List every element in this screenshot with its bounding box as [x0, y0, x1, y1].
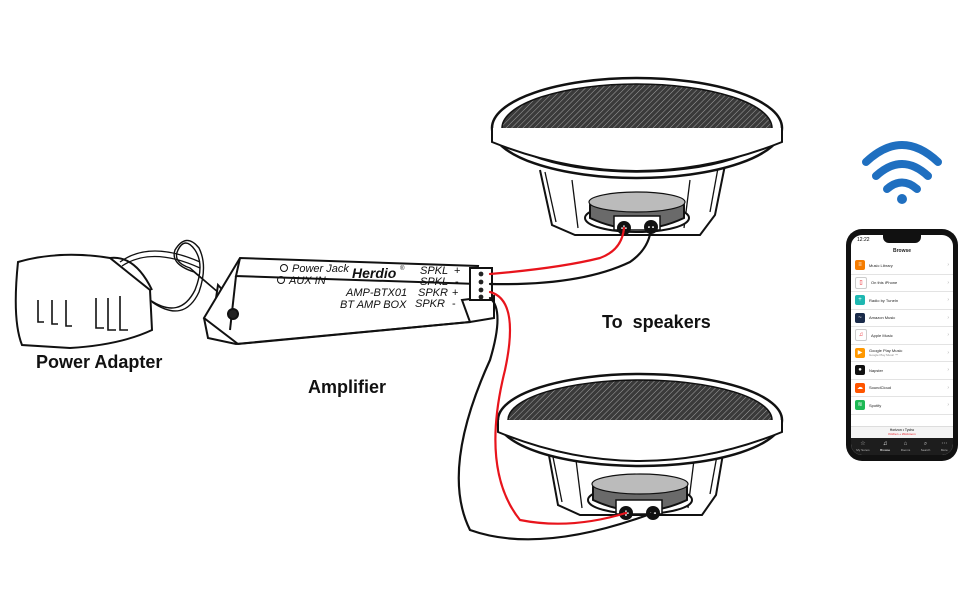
service-icon: ●: [855, 365, 865, 376]
terminal-label-4: SPKR: [415, 298, 445, 310]
terminal-label-3: SPKR: [418, 287, 448, 299]
browse-item[interactable]: ● Napster ›: [851, 362, 953, 380]
terminal-label-1: SPKL: [420, 265, 448, 277]
to-speakers-label: To speakers: [602, 312, 711, 332]
browse-item-label: Apple Music: [871, 332, 893, 338]
service-icon: ☁: [855, 382, 865, 393]
terminal-label-2: SPKL: [420, 276, 448, 288]
browse-item-label: Spotify: [869, 402, 882, 408]
polarity-1: +: [454, 265, 460, 277]
chevron-right-icon: ›: [947, 262, 949, 269]
polarity-2: -: [455, 276, 459, 288]
phone-notch: [883, 235, 921, 243]
browse-item-label: Music Library: [869, 262, 893, 268]
power-adapter: [14, 239, 234, 350]
power-adapter-label: Power Adapter: [36, 352, 163, 372]
tab-browse[interactable]: ♫Browse: [880, 441, 890, 452]
tab-icon: ⌂: [903, 441, 908, 447]
browse-item[interactable]: + Radio by TuneIn ›: [851, 292, 953, 310]
speaker-bottom: [496, 372, 784, 516]
phone-screen: 12:22 Browse ≡ Music Library › ▯ On this iPh…: [851, 235, 953, 455]
browse-item-label: Radio by TuneIn: [869, 297, 899, 303]
tab-icon: ⌕: [923, 441, 928, 447]
chevron-right-icon: ›: [947, 384, 949, 391]
service-icon: +: [855, 295, 865, 306]
service-icon: ≋: [855, 400, 865, 411]
browse-item-label: SoundCloud: [869, 385, 892, 391]
now-playing-title: Horizon • Tycho: [889, 428, 915, 432]
polarity-3: +: [452, 287, 458, 299]
tab-icon: ♫: [882, 441, 888, 447]
amplifier-box: [202, 256, 495, 346]
tab-label: Rooms: [900, 448, 911, 452]
tab-label: Search: [920, 448, 931, 452]
wifi-icon: [862, 141, 942, 204]
browse-item-label: On this iPhone: [871, 280, 898, 286]
chevron-right-icon: ›: [947, 332, 949, 339]
phone-title: Browse: [892, 248, 912, 254]
aux-in-label: AUX IN: [288, 275, 326, 287]
smartphone: 12:22 Browse ≡ Music Library › ▯ On this iPh…: [846, 229, 958, 461]
service-icon: ≡: [855, 260, 865, 271]
wire-top-red: [488, 226, 626, 276]
chevron-right-icon: ›: [947, 402, 949, 409]
service-icon: ~: [855, 312, 865, 323]
chevron-right-icon: ›: [947, 367, 949, 374]
tab-more[interactable]: ⋯More: [941, 441, 948, 452]
tab-rooms[interactable]: ⌂Rooms: [901, 441, 911, 452]
browse-item[interactable]: ▯ On this iPhone ›: [851, 275, 953, 292]
amp-labels: Power Jack AUX IN Herdio ® AMP-BTX01 BT …: [277, 263, 460, 311]
browse-item[interactable]: ≋ Spotify ›: [851, 397, 953, 415]
amplifier-label: Amplifier: [308, 377, 387, 397]
tab-my-sonos[interactable]: ☆My Sonos: [856, 441, 869, 452]
wire-bottom-red: [488, 290, 628, 525]
browse-item[interactable]: ☁ SoundCloud ›: [851, 380, 953, 397]
tab-label: More: [940, 448, 948, 452]
phone-tabbar: ☆My Sonos ♫Browse ⌂Rooms ⌕Search ⋯More: [851, 438, 953, 455]
service-icon: ▶: [855, 347, 865, 358]
browse-item-label: Amazon Music: [869, 315, 896, 321]
browse-list: ≡ Music Library › ▯ On this iPhone › + Radio by…: [851, 257, 953, 415]
browse-item[interactable]: ~ Amazon Music ›: [851, 310, 953, 327]
tab-icon: ☆: [860, 441, 866, 447]
chevron-right-icon: ›: [947, 349, 949, 356]
speaker-wires: [457, 225, 655, 541]
browse-item-sub: Google Play Music ™: [869, 353, 898, 358]
model-label: AMP-BTX01: [345, 287, 407, 299]
browse-item[interactable]: ≡ Music Library ›: [851, 257, 953, 275]
polarity-4: -: [452, 298, 456, 310]
service-icon: ▯: [855, 276, 867, 289]
browse-item-label: Google Play Music: [869, 348, 903, 354]
desc-label: BT AMP BOX: [340, 299, 407, 311]
wire-top-black: [488, 225, 653, 286]
speaker-top: [490, 76, 784, 236]
chevron-right-icon: ›: [947, 314, 949, 321]
brand-mark: ®: [400, 265, 405, 272]
service-icon: ♫: [855, 329, 867, 342]
now-playing-bar[interactable]: Horizon • Tycho Kitchen + Workroom: [851, 426, 953, 439]
tab-search[interactable]: ⌕Search: [921, 441, 931, 452]
browse-item[interactable]: ♫ Apple Music ›: [851, 327, 953, 345]
power-jack-label: Power Jack: [292, 263, 349, 275]
browse-item-label: Napster: [869, 367, 884, 373]
tab-label: My Sonos: [856, 448, 870, 452]
tab-label: Browse: [880, 448, 891, 452]
brand-label: Herdio: [352, 265, 397, 281]
now-playing-sub: Kitchen + Workroom: [888, 432, 916, 436]
chevron-right-icon: ›: [947, 297, 949, 304]
wire-bottom-black: [457, 296, 655, 541]
chevron-right-icon: ›: [947, 279, 949, 286]
phone-time: 12:22: [857, 237, 870, 243]
tab-icon: ⋯: [941, 441, 948, 447]
